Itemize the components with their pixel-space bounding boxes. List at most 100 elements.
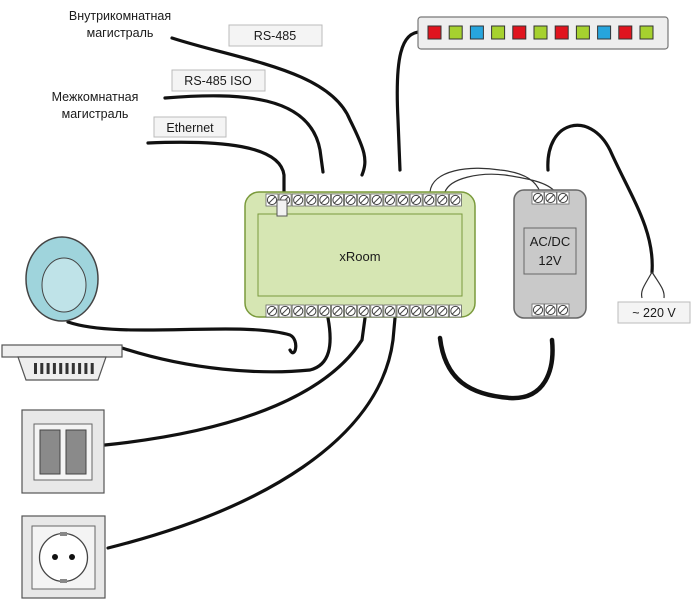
motion-sensor-icon: [25, 236, 99, 322]
terminal-slot: [307, 307, 316, 315]
terminal-slot: [268, 307, 276, 315]
power-socket-icon: [21, 515, 106, 599]
socket-ground-top: [60, 532, 67, 536]
mains-box: [617, 301, 691, 324]
terminal-slot: [333, 307, 342, 315]
psu-top-terminals: [531, 191, 570, 205]
ethernet-box: [153, 116, 227, 138]
light-slot: [59, 363, 63, 374]
rs485-iso-box: [171, 69, 266, 92]
light-slot: [84, 363, 88, 374]
wire-mains-split-2: [651, 271, 665, 299]
wire-motion-sensor: [66, 320, 298, 355]
led-cell: [533, 25, 548, 40]
thin-wires: [429, 167, 665, 299]
led-cell: [639, 25, 654, 40]
wall-switch-key-right: [65, 429, 87, 475]
ethernet-label: Ethernet: [166, 121, 214, 135]
led-cell: [448, 25, 463, 40]
psu-bottom-terminals: [531, 303, 570, 317]
socket-face: [38, 532, 89, 583]
terminal-slot: [425, 196, 433, 204]
terminal-slot: [386, 307, 394, 315]
led-cell: [618, 25, 633, 40]
wires: [66, 30, 654, 550]
light-slot: [52, 363, 56, 374]
mains-label: ~ 220 V: [632, 306, 676, 320]
terminal-slot: [373, 196, 381, 204]
terminal-slot: [412, 196, 420, 204]
wire-mains: [546, 123, 654, 274]
ceiling-light-icon: [1, 344, 123, 381]
terminal-slot: [359, 307, 368, 315]
socket-pin-left: [52, 554, 58, 560]
light-slot: [34, 363, 37, 374]
terminal-slot: [451, 196, 460, 204]
terminal-slot: [546, 306, 555, 314]
power-supply-icon: AC/DC 12V: [513, 189, 587, 319]
intra-room-trunk-line1: Внутрикомнатная: [69, 9, 171, 23]
controller-label: xRoom: [339, 249, 380, 264]
terminal-slot: [268, 196, 276, 204]
terminal-slot: [534, 194, 542, 202]
led-strip-icon: [417, 16, 669, 50]
wire-ceiling-light: [120, 316, 332, 374]
terminal-slot: [534, 306, 542, 314]
led-cell: [491, 25, 506, 40]
terminal-slot: [346, 196, 355, 204]
terminal-slot: [320, 307, 329, 315]
led-cell: [597, 25, 612, 40]
psu-label-line1: AC/DC: [530, 234, 570, 249]
wire-socket: [106, 316, 397, 550]
motion-sensor-lens: [41, 257, 87, 313]
terminal-slot: [438, 307, 447, 315]
ceiling-light-base: [1, 344, 123, 358]
controller-top-terminals: [265, 193, 462, 207]
terminal-slot: [399, 196, 407, 204]
terminal-slot: [373, 307, 381, 315]
psu-panel: [523, 227, 577, 275]
wall-switch-key-left: [39, 429, 61, 475]
socket-ground-bottom: [60, 579, 67, 583]
intra-room-trunk-line2: магистраль: [87, 26, 154, 40]
terminal-slot: [412, 307, 420, 315]
wall-switch-icon: [21, 409, 105, 494]
terminal-slot: [281, 307, 289, 315]
wire-ethernet: [146, 140, 286, 197]
wire-led-strip: [395, 30, 425, 172]
wire-intra-room: [170, 36, 367, 177]
light-slot: [90, 363, 94, 374]
wire-psu-power: [437, 335, 555, 401]
controller-bottom-terminals: [265, 304, 462, 318]
inter-room-trunk-line1: Межкомнатная: [52, 90, 139, 104]
led-cell: [554, 25, 569, 40]
terminal-slot: [559, 194, 567, 202]
label-box-ethernet: Ethernet: [153, 116, 227, 138]
controller-panel: [257, 213, 463, 297]
label-box-rs485: RS-485: [228, 24, 323, 47]
led-cell: [427, 25, 442, 40]
terminal-slot: [559, 306, 567, 314]
led-cells: [427, 25, 654, 40]
socket-pin-right: [69, 554, 75, 560]
inter-room-trunk-line2: магистраль: [62, 107, 129, 121]
terminal-slot: [546, 194, 555, 202]
psu-label-line2: 12V: [538, 253, 561, 268]
terminal-slot: [399, 307, 407, 315]
terminal-slot: [346, 307, 355, 315]
terminal-slot: [294, 196, 302, 204]
terminal-slot: [333, 196, 342, 204]
terminal-slot: [359, 196, 368, 204]
rs485-box: [228, 24, 323, 47]
light-slot: [71, 363, 75, 374]
terminal-slot: [451, 307, 460, 315]
led-cell: [512, 25, 527, 40]
led-cell: [575, 25, 590, 40]
terminal-slot: [294, 307, 302, 315]
terminal-slot: [438, 196, 447, 204]
light-slot: [40, 363, 44, 374]
wire-wall-switch: [103, 316, 367, 447]
label-box-rs485-iso: RS-485 ISO: [171, 69, 266, 92]
